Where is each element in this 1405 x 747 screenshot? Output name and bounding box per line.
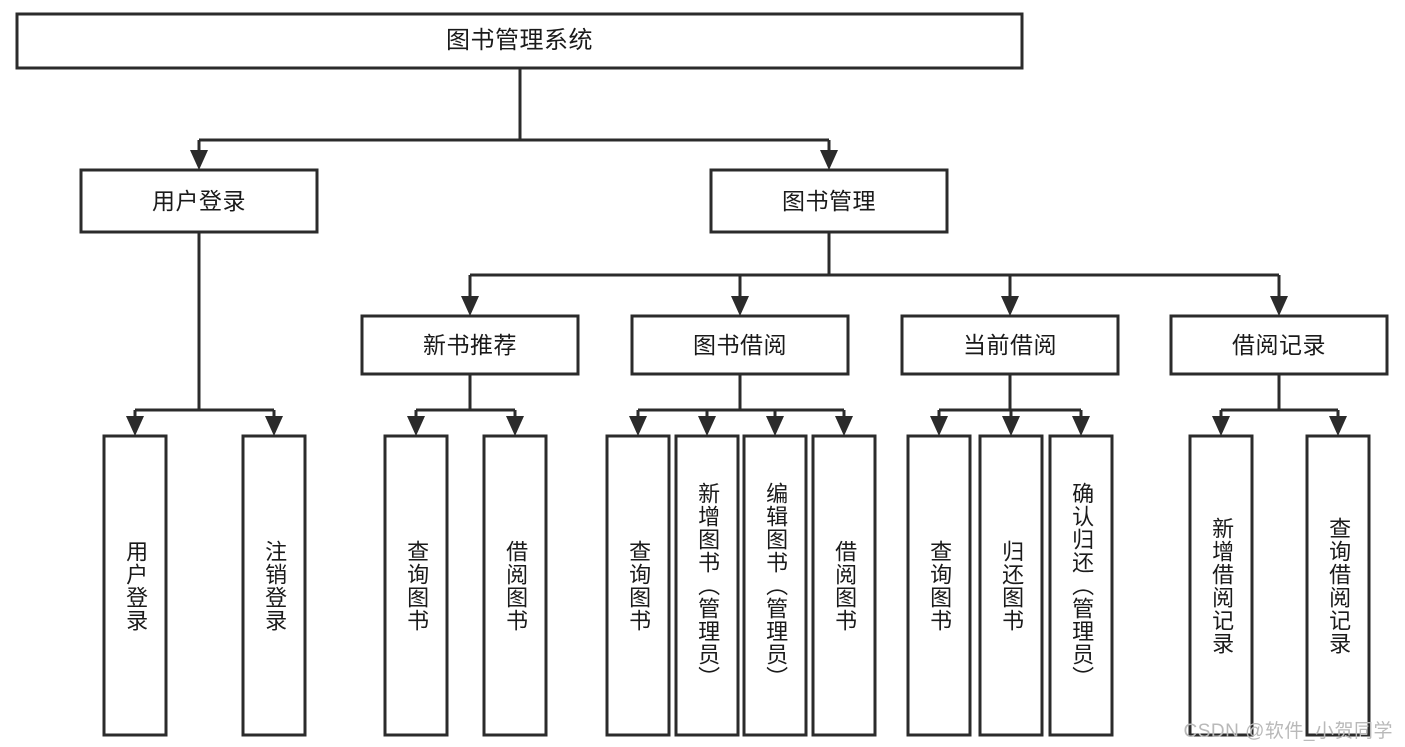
arrow-head-n-book-borrow — [731, 296, 749, 316]
node-box-n-borrow-record[interactable] — [1169, 314, 1389, 376]
node-box-n-book-borrow[interactable] — [630, 314, 850, 376]
arrow-head-l-confirm-return — [1072, 416, 1090, 436]
arrow-head-l-borrow-book-2 — [835, 416, 853, 436]
arrow-head-l-borrow-book-1 — [506, 416, 524, 436]
arrow-head-l-add-record — [1212, 416, 1230, 436]
node-box-l-confirm-return[interactable] — [1048, 434, 1114, 737]
arrow-head-l-return-book — [1002, 416, 1020, 436]
node-box-l-add-book[interactable] — [674, 434, 740, 737]
node-box-l-borrow-book-1[interactable] — [482, 434, 548, 737]
arrow-head-n-borrow-record — [1270, 296, 1288, 316]
node-box-root[interactable] — [15, 12, 1024, 70]
arrow-head-n-current-borrow — [1001, 296, 1019, 316]
arrow-head-l-query-book-2 — [629, 416, 647, 436]
node-box-l-borrow-book-2[interactable] — [811, 434, 877, 737]
node-box-n-book-manage[interactable] — [709, 168, 949, 234]
arrow-head-l-query-book-1 — [407, 416, 425, 436]
node-box-n-current-borrow[interactable] — [900, 314, 1120, 376]
node-layer — [15, 12, 1389, 737]
node-box-l-add-record[interactable] — [1188, 434, 1254, 737]
arrow-head-l-query-record — [1329, 416, 1347, 436]
arrow-head-n-new-book-rec — [461, 296, 479, 316]
node-box-l-query-book-3[interactable] — [906, 434, 972, 737]
arrow-head-l-query-book-3 — [930, 416, 948, 436]
node-box-l-return-book[interactable] — [978, 434, 1044, 737]
node-box-n-new-book-rec[interactable] — [360, 314, 580, 376]
node-box-l-query-record[interactable] — [1305, 434, 1371, 737]
node-box-l-edit-book[interactable] — [742, 434, 808, 737]
edge-layer — [126, 68, 1347, 436]
arrow-head-n-book-manage — [820, 150, 838, 170]
node-box-l-user-logout[interactable] — [241, 434, 307, 737]
node-box-n-user-login[interactable] — [79, 168, 319, 234]
node-box-l-user-login[interactable] — [102, 434, 168, 737]
arrow-head-l-user-logout — [265, 416, 283, 436]
node-box-l-query-book-1[interactable] — [383, 434, 449, 737]
arrow-head-l-add-book — [698, 416, 716, 436]
arrow-head-l-edit-book — [766, 416, 784, 436]
node-box-l-query-book-2[interactable] — [605, 434, 671, 737]
arrow-head-l-user-login — [126, 416, 144, 436]
arrow-head-n-user-login — [190, 150, 208, 170]
